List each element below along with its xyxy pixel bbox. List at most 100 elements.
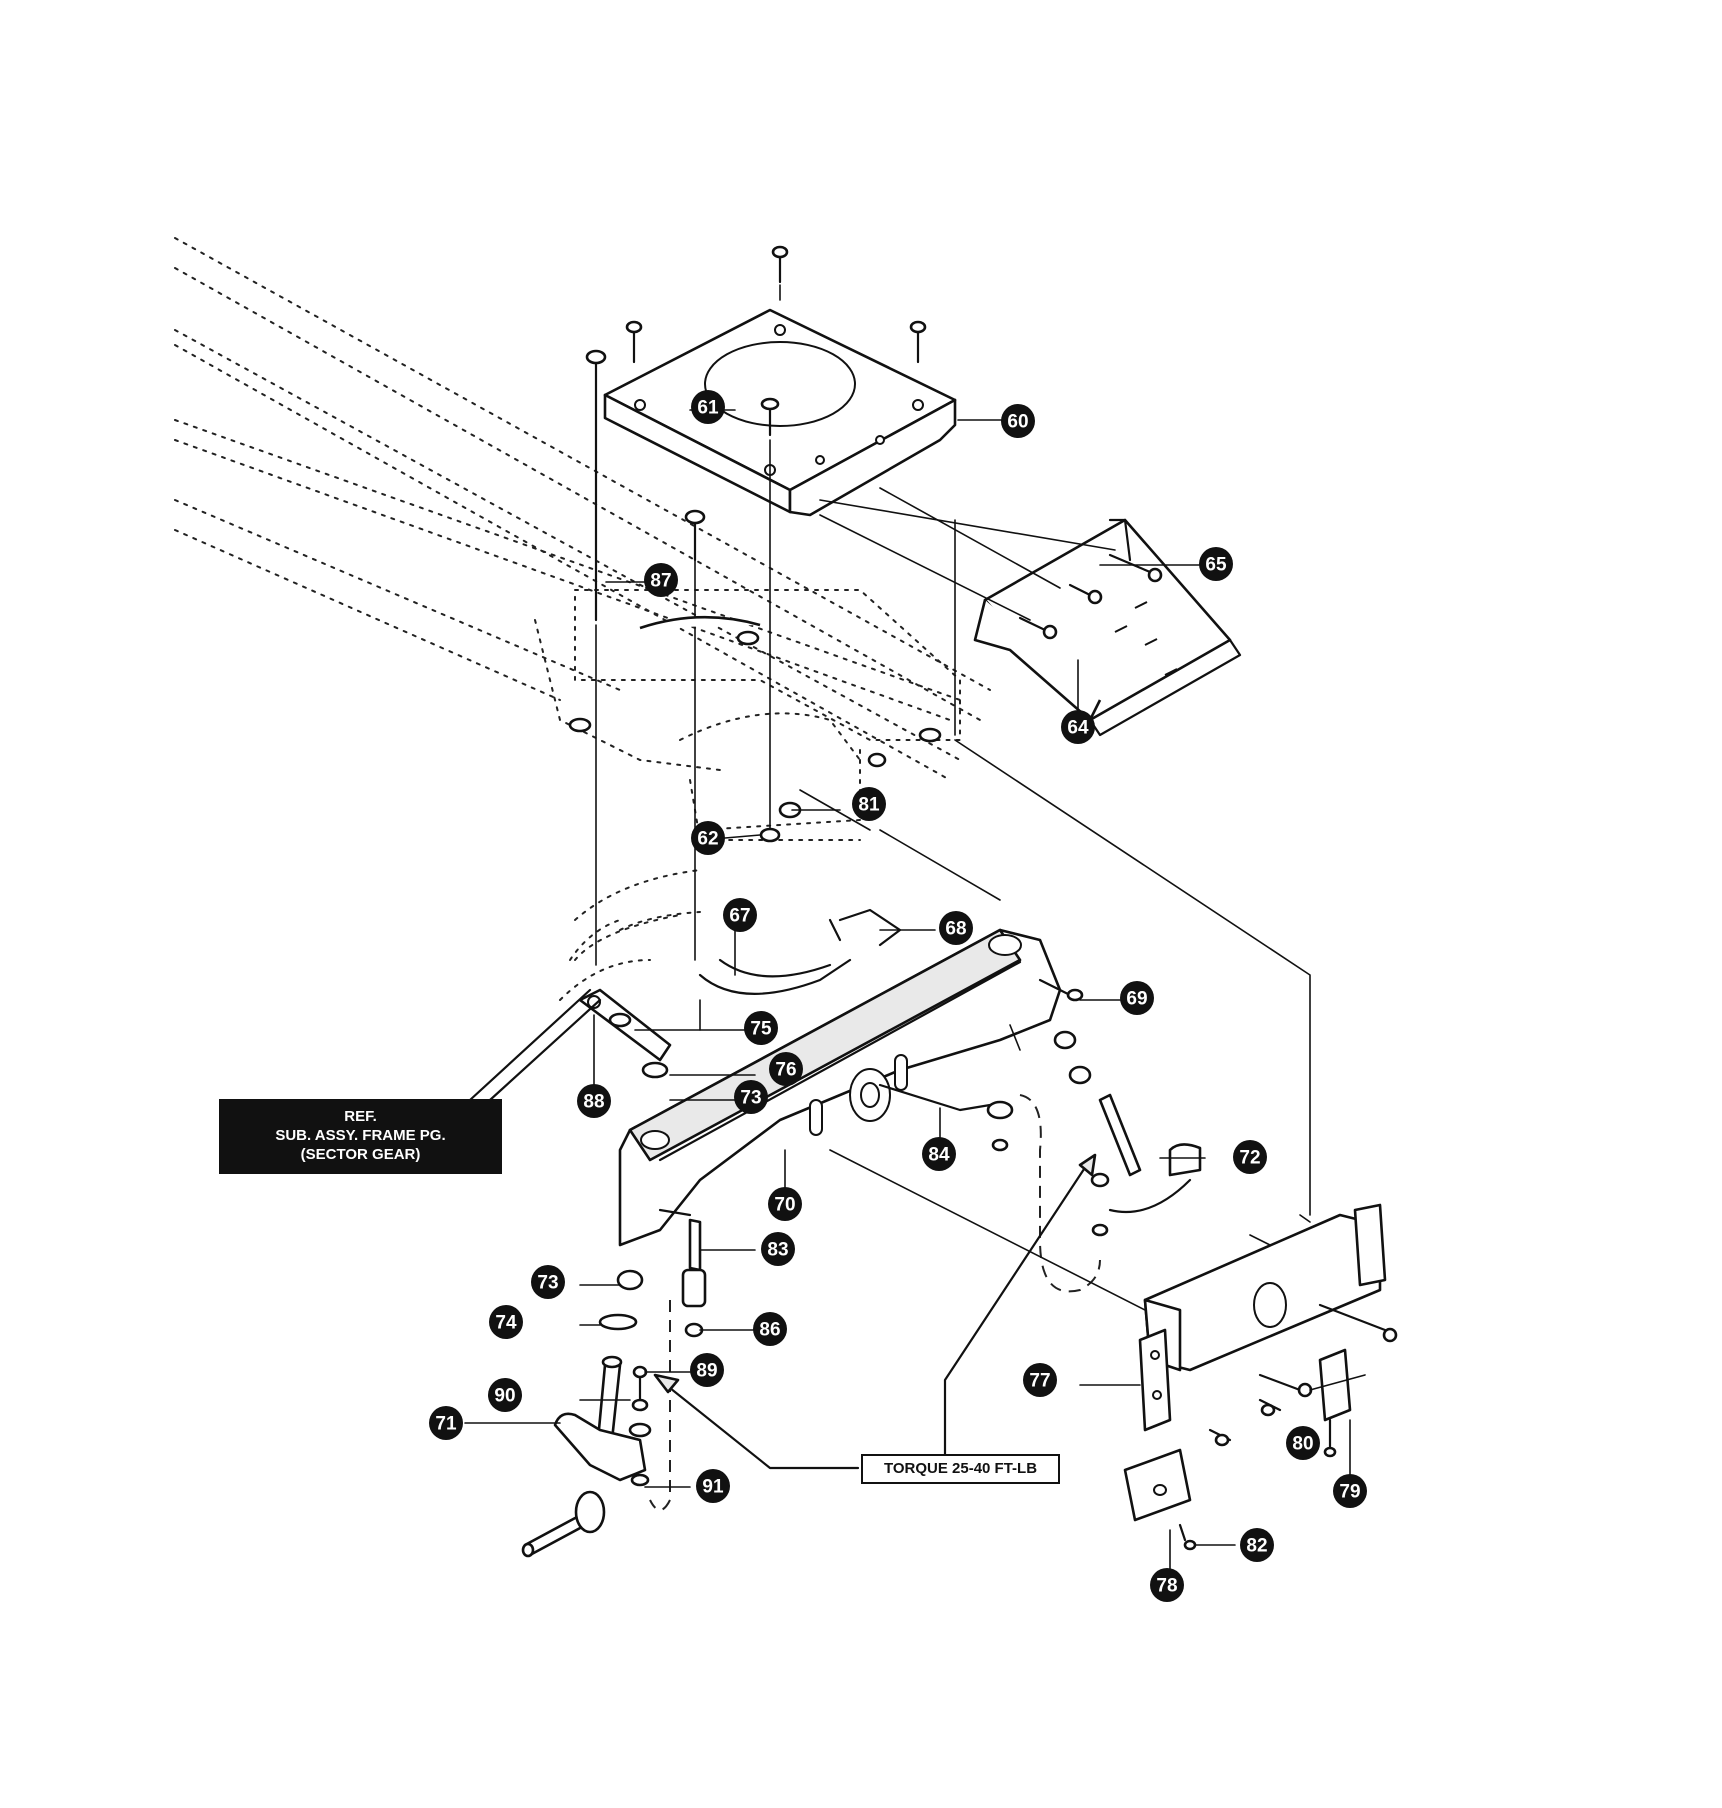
- part-callout-circle: [488, 1378, 522, 1412]
- part-callout-label: 79: [1339, 1482, 1360, 1503]
- part-callout-89: 89: [690, 1353, 724, 1387]
- part-callout-circle: [723, 898, 757, 932]
- part-callout-circle: [939, 911, 973, 945]
- part-callout-77: 77: [1023, 1363, 1057, 1397]
- part-callout-71: 71: [429, 1406, 463, 1440]
- part-callout-65: 65: [1199, 547, 1233, 581]
- front-bracket: [1123, 1203, 1398, 1551]
- part-callout-90: 90: [488, 1378, 522, 1412]
- part-callout-88: 88: [577, 1084, 611, 1118]
- part-callout-label: 69: [1126, 989, 1147, 1010]
- part-callout-label: 89: [696, 1361, 717, 1382]
- reference-note-line1: REF.: [344, 1108, 377, 1125]
- part-callout-70: 70: [768, 1187, 802, 1221]
- part-callout-circle: [644, 563, 678, 597]
- frame-reference-outline: [174, 237, 991, 1001]
- part-callout-61: 61: [691, 390, 725, 424]
- part-callout-circle: [696, 1469, 730, 1503]
- part-callout-circle: [577, 1084, 611, 1118]
- part-callout-68: 68: [939, 911, 973, 945]
- part-callout-label: 71: [435, 1414, 457, 1435]
- part-callout-73b: 73: [531, 1265, 565, 1299]
- part-callout-label: 88: [583, 1092, 604, 1113]
- left-spindle: [521, 1269, 671, 1558]
- part-callout-circle: [1120, 981, 1154, 1015]
- part-callout-label: 62: [697, 829, 718, 850]
- part-callout-circle: [1286, 1426, 1320, 1460]
- leader-lines: [464, 409, 1366, 1571]
- part-callout-label: 75: [750, 1019, 772, 1040]
- top-mounting-plate: [603, 308, 957, 517]
- part-callout-label: 72: [1239, 1148, 1260, 1169]
- part-callout-circle: [852, 787, 886, 821]
- foot-plate: [973, 518, 1242, 737]
- part-callout-label: 73: [537, 1273, 558, 1294]
- part-callout-circle: [734, 1080, 768, 1114]
- part-callout-label: 83: [767, 1240, 788, 1261]
- part-callout-circle: [1061, 710, 1095, 744]
- steering-links: [578, 908, 902, 1079]
- part-callout-circle: [922, 1137, 956, 1171]
- part-callout-86: 86: [753, 1312, 787, 1346]
- center-bolts-bushings: [568, 349, 942, 966]
- part-callout-64: 64: [1061, 710, 1095, 744]
- part-callout-67: 67: [723, 898, 757, 932]
- torque-note: TORQUE 25-40 FT-LB: [861, 1454, 1060, 1484]
- part-callout-label: 82: [1246, 1536, 1267, 1557]
- part-callout-label: 70: [774, 1195, 795, 1216]
- part-callout-82: 82: [1240, 1528, 1274, 1562]
- part-callout-84: 84: [922, 1137, 956, 1171]
- tie-rod-right: [878, 978, 1202, 1293]
- part-callout-circle: [761, 1232, 795, 1266]
- part-callout-69: 69: [1120, 981, 1154, 1015]
- part-callout-circle: [769, 1052, 803, 1086]
- part-callout-circle: [691, 390, 725, 424]
- part-callout-75: 75: [744, 1011, 778, 1045]
- part-callout-label: 73: [740, 1088, 761, 1109]
- part-callout-80: 80: [1286, 1426, 1320, 1460]
- part-callout-circle: [1150, 1568, 1184, 1602]
- top-plate-bolts: [625, 245, 927, 437]
- part-callout-74: 74: [489, 1305, 523, 1339]
- part-callout-label: 65: [1205, 555, 1227, 576]
- part-callout-circle: [1333, 1474, 1367, 1508]
- part-callout-circle: [691, 821, 725, 855]
- part-callout-79: 79: [1333, 1474, 1367, 1508]
- part-callout-circle: [489, 1305, 523, 1339]
- part-callout-circle: [1199, 547, 1233, 581]
- part-callout-76: 76: [769, 1052, 803, 1086]
- part-callout-label: 84: [928, 1145, 950, 1166]
- part-callout-circle: [753, 1312, 787, 1346]
- part-callout-label: 80: [1292, 1434, 1313, 1455]
- part-number-callouts: 60 61 62 64 65 67 68 69 70 71 72 73 73 74 75 76 77 78 79 80…: [429, 390, 1367, 1602]
- part-callout-circle: [429, 1406, 463, 1440]
- part-callout-label: 91: [702, 1477, 724, 1498]
- part-callout-label: 87: [650, 571, 671, 592]
- part-callout-label: 64: [1067, 718, 1089, 739]
- part-callout-label: 78: [1156, 1576, 1177, 1597]
- part-callout-circle: [768, 1187, 802, 1221]
- part-callout-label: 86: [759, 1320, 780, 1341]
- part-callout-circle: [1001, 404, 1035, 438]
- sector-gear-arc: [574, 911, 701, 961]
- part-callout-60: 60: [1001, 404, 1035, 438]
- reference-note-line3: (SECTOR GEAR): [300, 1146, 421, 1163]
- front-axle-beam: [618, 928, 1062, 1247]
- part-callout-label: 77: [1029, 1371, 1050, 1392]
- part-callout-73a: 73: [734, 1080, 768, 1114]
- part-callout-83: 83: [761, 1232, 795, 1266]
- part-callout-circle: [1023, 1363, 1057, 1397]
- part-callout-91: 91: [696, 1469, 730, 1503]
- part-callout-81: 81: [852, 787, 886, 821]
- part-callout-78: 78: [1150, 1568, 1184, 1602]
- reference-note-line2: SUB. ASSY. FRAME PG.: [275, 1127, 446, 1144]
- part-callout-label: 68: [945, 919, 966, 940]
- part-callout-72: 72: [1233, 1140, 1267, 1174]
- part-callout-circle: [744, 1011, 778, 1045]
- part-callout-label: 67: [729, 906, 750, 927]
- part-callout-label: 81: [858, 795, 880, 816]
- part-callout-circle: [531, 1265, 565, 1299]
- part-callout-label: 61: [697, 398, 719, 419]
- foot-plate-bolts: [819, 487, 1163, 736]
